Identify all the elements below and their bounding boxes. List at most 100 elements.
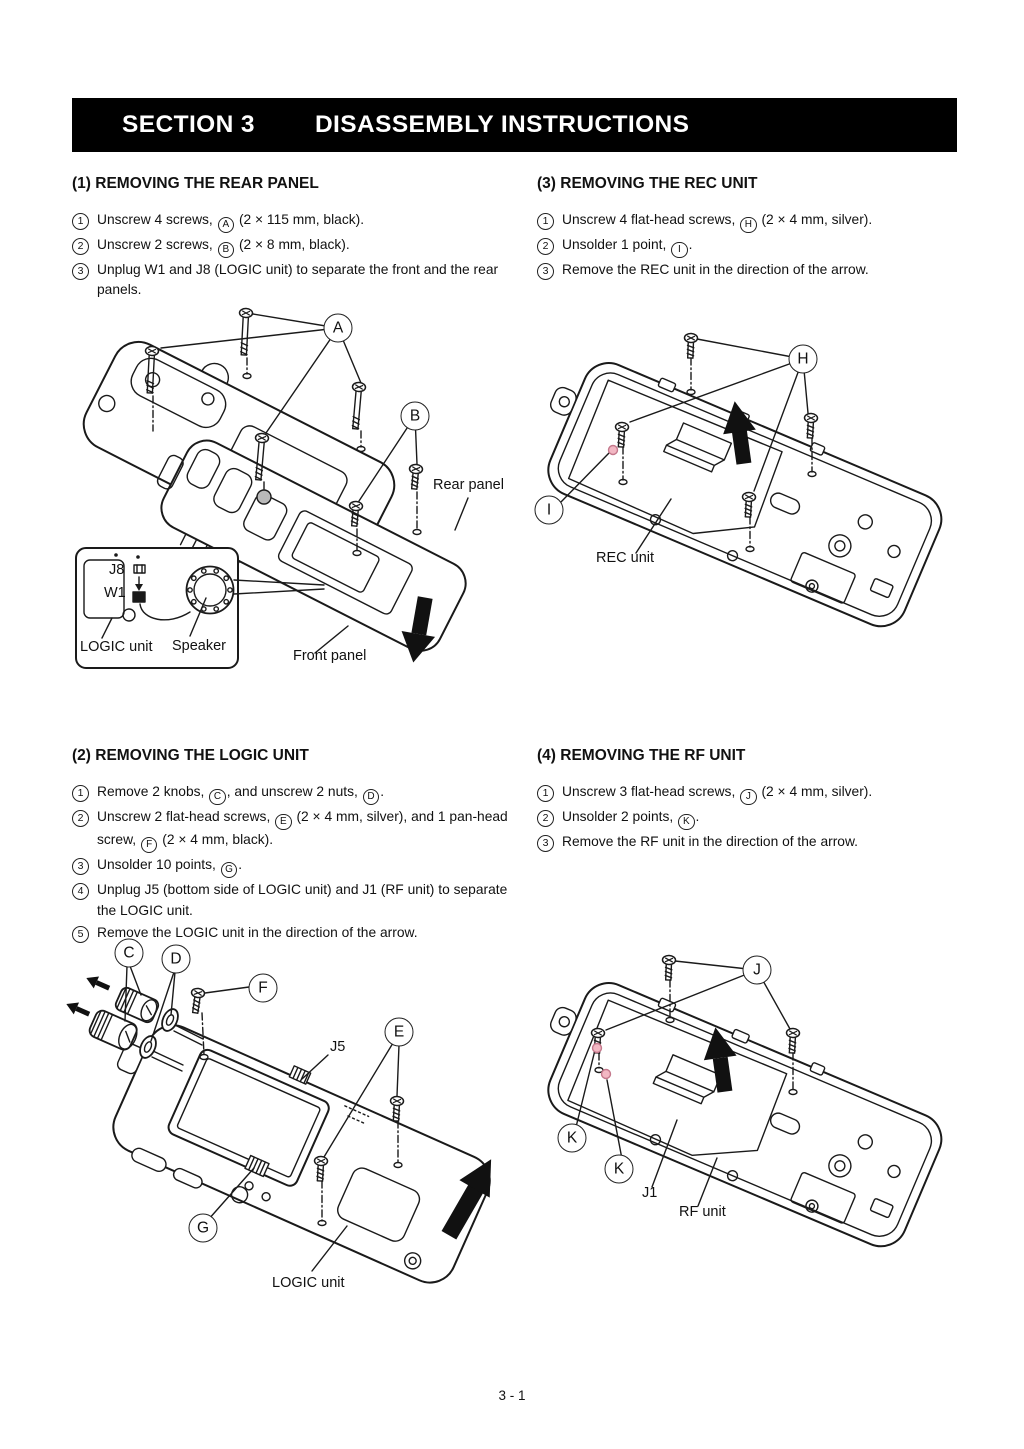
- step-number: 1: [72, 213, 89, 230]
- circled-ref: K: [678, 813, 695, 831]
- direction-arrow-icon: [703, 1027, 737, 1093]
- step-text: Unplug J5 (bottom side of LOGIC unit) an…: [97, 882, 508, 918]
- direction-arrow-icon: [441, 1159, 492, 1240]
- screw-icon: [238, 307, 254, 356]
- instruction-step: 4 Unplug J5 (bottom side of LOGIC unit) a…: [72, 880, 530, 921]
- callout-e: E: [384, 1017, 414, 1047]
- callout-e-lines: [323, 1042, 400, 1158]
- circled-ref: J: [740, 788, 757, 806]
- instruction-step: 2 Unscrew 2 screws, B (2 × 8 mm, black).: [72, 235, 524, 259]
- step-text: Unsolder 2 points, K.: [562, 807, 969, 831]
- instruction-step: 3 Unplug W1 and J8 (LOGIC unit) to separa…: [72, 260, 524, 301]
- rf-unit-diagram-art: [547, 954, 943, 1248]
- callout-d-lines: [150, 971, 176, 1042]
- logic-unit-diagram-art: [66, 965, 492, 1284]
- callout-g-leader: [207, 1167, 255, 1221]
- rear-panel-diagram-art: [75, 307, 469, 669]
- step-text: Unscrew 2 screws, B (2 × 8 mm, black).: [97, 235, 524, 259]
- instruction-step: 3 Remove the RF unit in the direction of …: [537, 832, 969, 853]
- circled-ref: B: [217, 241, 235, 259]
- speaker-position-lines: [233, 579, 325, 595]
- logic-unit-leader: [101, 617, 113, 639]
- solder-point-icon: [607, 444, 619, 456]
- logic-unit-diagram: C D F E G J5 LOGIC unit: [66, 935, 520, 1315]
- rf-unit-diagram: J K K J1 RF unit: [540, 930, 970, 1270]
- callout-f: F: [248, 973, 278, 1003]
- screw-icon: [803, 412, 819, 439]
- callout-i-leader: [559, 452, 610, 504]
- label-rf-unit: RF unit: [679, 1204, 726, 1220]
- step-number: 4: [72, 883, 89, 901]
- nut-icon: [161, 1008, 179, 1032]
- rear-panel-leader: [454, 497, 469, 531]
- step-number: 2: [537, 238, 554, 256]
- rec-unit-leader: [635, 498, 672, 554]
- circled-ref: C: [209, 788, 226, 806]
- callout-c: C: [114, 938, 144, 968]
- logic-unit-inset: [75, 547, 325, 669]
- step-text: Unscrew 4 flat-head screws, H (2 × 4 mm,…: [562, 210, 969, 234]
- callout-k: K: [604, 1154, 634, 1184]
- pull-arrow-icon: [66, 1002, 91, 1017]
- callout-d: D: [161, 944, 191, 974]
- instruction-step: 3 Unsolder 10 points, G.: [72, 855, 530, 879]
- step-text: Unplug W1 and J8 (LOGIC unit) to separat…: [97, 262, 499, 298]
- radio-body: [112, 1024, 491, 1284]
- circled-ref: F: [140, 836, 158, 854]
- callout-k1-leader: [575, 1049, 596, 1128]
- step-text: Unsolder 10 points, G.: [97, 855, 530, 879]
- rf-unit-leader: [697, 1157, 718, 1207]
- step-number: 2: [72, 238, 89, 256]
- j5-leader: [301, 1054, 329, 1080]
- callout-f-leader: [204, 986, 250, 994]
- label-logic-unit: LOGIC unit: [80, 639, 153, 655]
- step-number: 3: [72, 858, 89, 876]
- label-j1: J1: [642, 1185, 658, 1201]
- callout-h: H: [788, 344, 818, 374]
- step-text: Remove the RF unit in the direction of t…: [562, 834, 859, 850]
- step-number: 3: [537, 835, 554, 853]
- j5-connector-icon: [288, 1065, 312, 1085]
- pull-arrow-icon: [86, 976, 111, 991]
- screw-icon: [785, 1027, 801, 1054]
- solder-points-strip-icon: [244, 1154, 270, 1178]
- w1-connector-icon: [132, 591, 146, 603]
- label-j5: J5: [330, 1039, 346, 1055]
- label-j8: J8: [109, 562, 125, 578]
- chassis-body: [547, 362, 943, 628]
- section-heading: (3) REMOVING THE REC UNIT: [537, 175, 758, 192]
- step-text: Unscrew 3 flat-head screws, J (2 × 4 mm,…: [562, 782, 969, 806]
- solder-point-icon: [600, 1068, 612, 1080]
- callout-a: A: [323, 313, 353, 343]
- front-panel-leader: [314, 625, 349, 654]
- circled-ref: A: [217, 216, 235, 234]
- knob-shafts: [151, 1024, 204, 1072]
- label-rec-unit: REC unit: [596, 550, 655, 566]
- section-heading: (4) REMOVING THE RF UNIT: [537, 747, 746, 764]
- solder-point-icon: [591, 1042, 603, 1054]
- panel-cutout: [337, 1167, 421, 1242]
- step-number: 3: [72, 263, 89, 281]
- step-text: Remove 2 knobs, C, and unscrew 2 nuts, D…: [97, 782, 530, 806]
- step-number: 2: [537, 810, 554, 828]
- circled-ref: D: [362, 788, 380, 806]
- step-number: 5: [72, 925, 89, 943]
- rf-unit-board: [567, 999, 788, 1157]
- label-speaker: Speaker: [172, 638, 227, 654]
- callout-i: I: [534, 495, 564, 525]
- step-number: 3: [537, 263, 554, 281]
- section-heading: (2) REMOVING THE LOGIC UNIT: [72, 747, 309, 764]
- screw-icon: [190, 986, 206, 1014]
- circled-ref: G: [220, 861, 238, 879]
- screw-hole: [256, 489, 272, 505]
- instruction-step: 2 Unsolder 2 points, K.: [537, 807, 969, 831]
